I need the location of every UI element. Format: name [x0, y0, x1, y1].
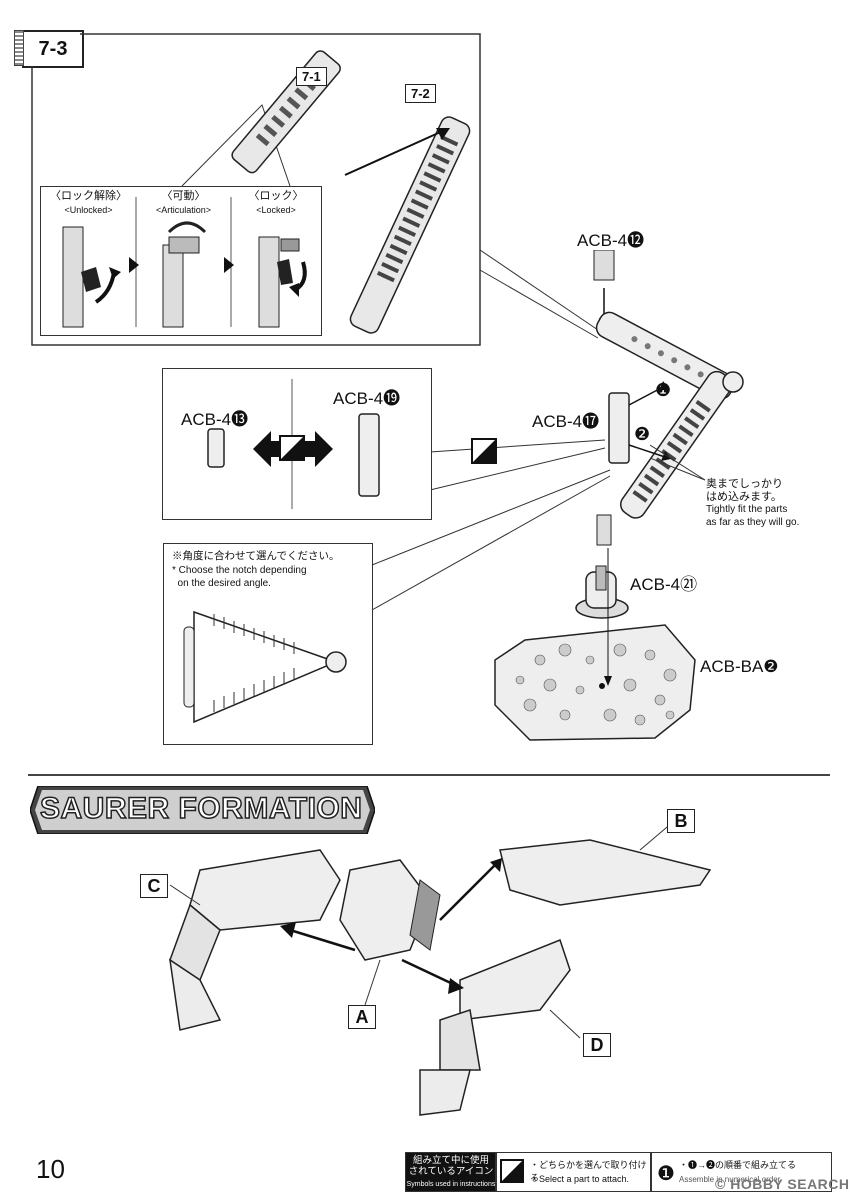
- notch-note-en: * Choose the notch depending on the desi…: [172, 565, 307, 589]
- unit-b-label: B: [667, 809, 695, 833]
- section-banner: [30, 786, 375, 834]
- lock-unlocked-en: <Unlocked>: [64, 205, 113, 215]
- lock-locked-jp: 〈ロック〉: [248, 190, 304, 202]
- fit-note-en: Tightly fit the parts as far as they wil…: [706, 504, 800, 528]
- choice-left-label: ACB-4⓭: [181, 410, 249, 429]
- order-legend-icon: ❶: [657, 1163, 675, 1185]
- step-label: 7-3: [14, 30, 84, 68]
- part-acb-ba2: [494, 624, 696, 741]
- lock-diagrams: [62, 197, 307, 328]
- label-acb4-17: ACB-4⓱: [532, 412, 600, 431]
- watermark: © HOBBY SEARCH: [715, 1176, 850, 1192]
- base-arrow: [604, 548, 612, 686]
- step-2-marker: ❷: [634, 424, 651, 444]
- choice-right-label: ACB-4⓳: [333, 389, 401, 408]
- unit-d-label: D: [583, 1033, 611, 1057]
- select-legend-box: ・どちらかを選んで取り付ける ・Select a part to attach.: [495, 1152, 652, 1192]
- stand-arm-assembly: [595, 311, 744, 546]
- page-number: 10: [36, 1154, 65, 1184]
- unit-c-label: C: [140, 874, 168, 898]
- order-legend-jp: ・❶→❷の順番で組み立てる: [679, 1160, 797, 1170]
- select-legend-icon: [500, 1159, 524, 1183]
- formation-diagram: [169, 821, 712, 1116]
- select-part-icon: [471, 438, 497, 464]
- label-acb4-12: ACB-4⓬: [577, 231, 645, 250]
- notch-diagram: [183, 610, 347, 724]
- part-ref-7-1: 7-1: [296, 67, 327, 86]
- part-acb4-17: [608, 381, 671, 464]
- label-acb4-21: ACB-4㉑: [630, 575, 698, 594]
- lock-unlocked-jp: 〈ロック解除〉: [50, 190, 127, 202]
- unit-a: [339, 859, 441, 961]
- lock-locked-en: <Locked>: [256, 205, 296, 215]
- unit-d: [419, 939, 571, 1116]
- icons-legend-jp: 組み立て中に使用 されているアイコン: [408, 1155, 494, 1177]
- notch-note-jp: ※角度に合わせて選んでください。: [172, 550, 340, 562]
- unit-a-label: A: [348, 1005, 376, 1029]
- choice-panel: ACB-4⓭ ACB-4⓳: [162, 368, 432, 520]
- unit-b: [499, 839, 712, 906]
- lock-articulation-jp: 〈可動〉: [161, 190, 206, 202]
- fit-note-pointer: [650, 444, 706, 481]
- select-legend-jp: ・どちらかを選んで取り付ける: [530, 1160, 647, 1183]
- lock-panel: 〈ロック解除〉 <Unlocked> 〈可動〉 <Articulation> 〈…: [40, 186, 322, 336]
- order-legend-box: ❶ ・❶→❷の順番で組み立てる Assemble in numerical or…: [650, 1152, 832, 1192]
- fit-note-jp: 奥までしっかり はめ込みます。: [706, 478, 783, 503]
- unit-c: [169, 849, 341, 1031]
- choice-diagram: [207, 379, 380, 509]
- label-acb-ba2: ACB-BA❷: [700, 657, 779, 676]
- icons-legend-title-box: 組み立て中に使用 されているアイコン Symbols used in instr…: [405, 1152, 497, 1192]
- notch-panel: ※角度に合わせて選んでください。 * Choose the notch depe…: [163, 543, 373, 745]
- select-legend-en: ・Select a part to attach.: [530, 1174, 630, 1184]
- section-title: SAURER FORMATION: [39, 791, 363, 826]
- step-1-marker: ❶: [655, 380, 672, 400]
- lock-articulation-en: <Articulation>: [155, 205, 212, 215]
- icons-legend-en: Symbols used in instructions: [406, 1181, 496, 1188]
- part-ref-7-2: 7-2: [405, 84, 436, 103]
- assembly-arrow-7-1-to-7-2: [344, 128, 450, 176]
- arm-part-7-2: [349, 116, 471, 334]
- order-legend-en: Assemble in numerical order: [679, 1175, 781, 1184]
